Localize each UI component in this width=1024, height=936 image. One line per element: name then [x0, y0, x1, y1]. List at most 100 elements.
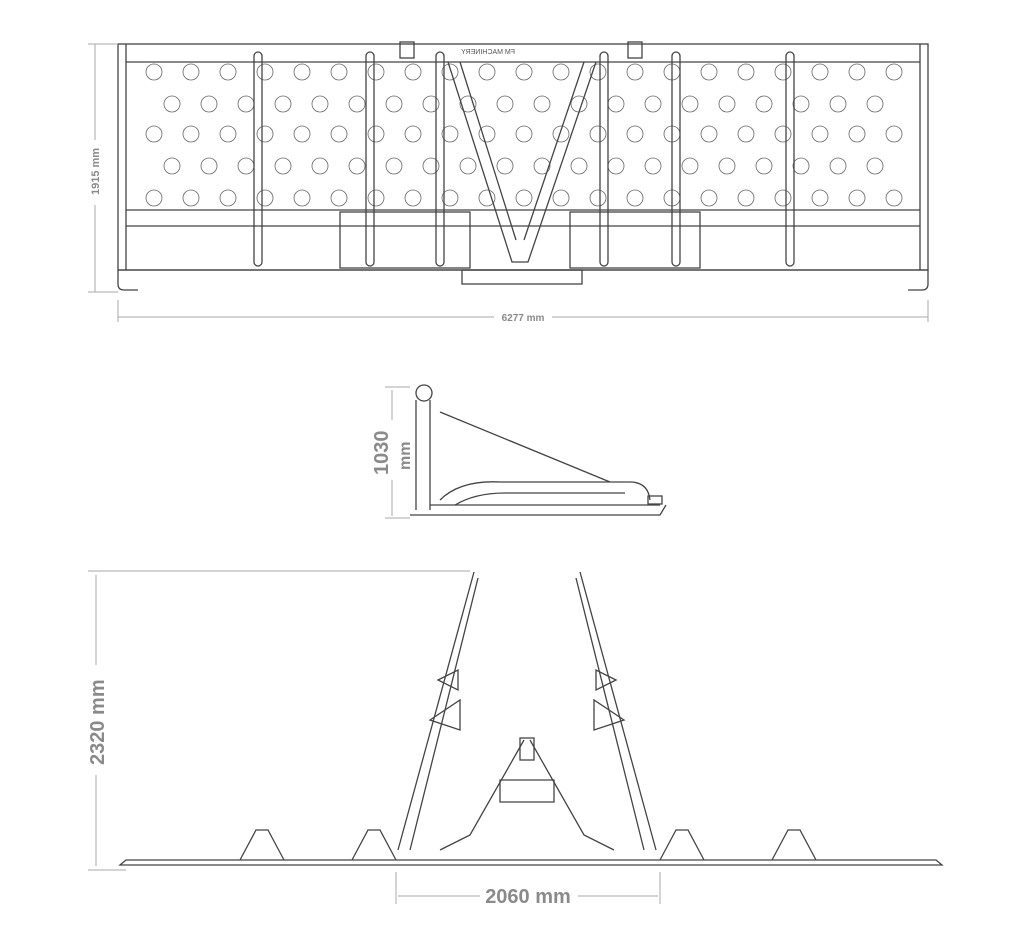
chain-ring [607, 157, 625, 175]
chain-ring [145, 125, 163, 143]
chain-ring [626, 189, 644, 207]
chain-ring [422, 95, 440, 113]
chain-ring [570, 95, 588, 113]
chain-ring [256, 63, 274, 81]
frame-beam [253, 51, 263, 267]
chain-ring [182, 189, 200, 207]
chain-ring [441, 125, 459, 143]
chain-ring [533, 95, 551, 113]
chain-ring [404, 63, 422, 81]
chain-ring [459, 95, 477, 113]
chain-ring [737, 125, 755, 143]
chain-ring [293, 63, 311, 81]
chain-ring [404, 189, 422, 207]
chain-ring [293, 125, 311, 143]
chain-ring [478, 63, 496, 81]
chain-ring [811, 189, 829, 207]
chain-ring [496, 95, 514, 113]
chain-ring [755, 95, 773, 113]
side-height-value: 1030 [371, 431, 393, 476]
chain-ring [348, 157, 366, 175]
chain-ring [848, 189, 866, 207]
chain-ring [792, 157, 810, 175]
front-width-label: 2060 mm [485, 886, 571, 908]
chain-ring [681, 157, 699, 175]
chain-ring [219, 63, 237, 81]
chain-ring [700, 125, 718, 143]
chain-ring [811, 63, 829, 81]
chain-ring [589, 189, 607, 207]
front-view [118, 571, 944, 866]
chain-ring [200, 157, 218, 175]
chain-ring [755, 157, 773, 175]
top-beams [253, 51, 795, 267]
side-view [410, 384, 667, 516]
top-height-label: 1915 mm [90, 148, 102, 195]
chain-ring [718, 157, 736, 175]
chain-ring [348, 95, 366, 113]
chain-ring [681, 95, 699, 113]
chain-ring [293, 189, 311, 207]
hitch-right [569, 211, 701, 269]
chain-ring [163, 157, 181, 175]
chain-ring [885, 125, 903, 143]
top-width-label: 6277 mm [502, 313, 545, 324]
chain-ring [570, 157, 588, 175]
chain-ring [515, 63, 533, 81]
chain-ring [441, 189, 459, 207]
chain-ring [737, 63, 755, 81]
chain-ring [182, 125, 200, 143]
chain-ring [441, 63, 459, 81]
chain-ring [274, 95, 292, 113]
chain-ring [145, 189, 163, 207]
chain-ring [848, 125, 866, 143]
chain-ring [182, 63, 200, 81]
frame-beam [785, 51, 795, 267]
chain-ring [145, 63, 163, 81]
chain-ring [478, 189, 496, 207]
chain-ring [274, 157, 292, 175]
chain-ring [552, 189, 570, 207]
chain-ring [644, 157, 662, 175]
chain-ring [607, 95, 625, 113]
chain-ring [311, 95, 329, 113]
chain-ring [163, 95, 181, 113]
chain-ring [367, 189, 385, 207]
chain-ring [792, 95, 810, 113]
hitch-left [339, 211, 471, 269]
front-height-label: 2320 mm [87, 679, 109, 765]
chain-ring [219, 189, 237, 207]
chain-ring [330, 125, 348, 143]
top-view: FM MACHINERY [117, 41, 929, 291]
chain-ring [200, 95, 218, 113]
chain-ring [589, 63, 607, 81]
chain-ring [848, 63, 866, 81]
chain-ring [367, 63, 385, 81]
chain-ring [811, 125, 829, 143]
chain-ring [552, 63, 570, 81]
chain-ring [515, 125, 533, 143]
top-frame [117, 43, 929, 271]
chain-rings [145, 63, 903, 207]
chain-ring [737, 189, 755, 207]
logo-mark: FM MACHINERY [461, 49, 515, 56]
chain-ring [367, 125, 385, 143]
chain-ring [626, 125, 644, 143]
chain-ring [311, 157, 329, 175]
chain-ring [774, 63, 792, 81]
chain-ring [459, 157, 477, 175]
frame-beam [365, 51, 375, 267]
chain-ring [829, 95, 847, 113]
chain-ring [626, 63, 644, 81]
chain-ring [700, 189, 718, 207]
chain-ring [237, 95, 255, 113]
chain-ring [718, 95, 736, 113]
chain-ring [552, 125, 570, 143]
frame-beam [599, 51, 609, 267]
chain-ring [533, 157, 551, 175]
chain-ring [774, 189, 792, 207]
chain-ring [330, 63, 348, 81]
chain-ring [700, 63, 718, 81]
chain-ring [829, 157, 847, 175]
